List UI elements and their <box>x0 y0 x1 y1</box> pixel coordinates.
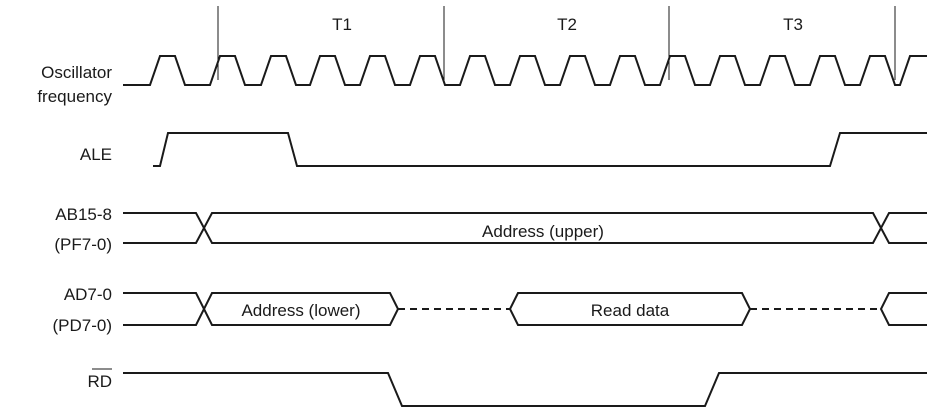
signal-label-ad7-0: AD7-0 <box>64 285 112 304</box>
signal-label-pf7-0: (PF7-0) <box>54 235 112 254</box>
signal-label-oscillator: Oscillator <box>41 63 112 82</box>
ab15-8-bus-waveform <box>123 212 927 244</box>
bus-label-address-lower: Address (lower) <box>241 301 360 320</box>
signal-label-pd7-0: (PD7-0) <box>52 316 112 335</box>
signal-label-ale: ALE <box>80 145 112 164</box>
signal-label-rd: RD <box>87 372 112 391</box>
signal-label-ab15-8: AB15-8 <box>55 205 112 224</box>
oscillator-waveform <box>123 55 927 86</box>
period-label-t2: T2 <box>557 15 577 34</box>
rd-waveform <box>123 372 927 407</box>
bus-label-read-data: Read data <box>591 301 670 320</box>
ale-waveform <box>153 132 927 167</box>
signal-label-frequency: frequency <box>37 87 112 106</box>
period-label-t3: T3 <box>783 15 803 34</box>
period-label-t1: T1 <box>332 15 352 34</box>
bus-label-address-upper: Address (upper) <box>482 222 604 241</box>
